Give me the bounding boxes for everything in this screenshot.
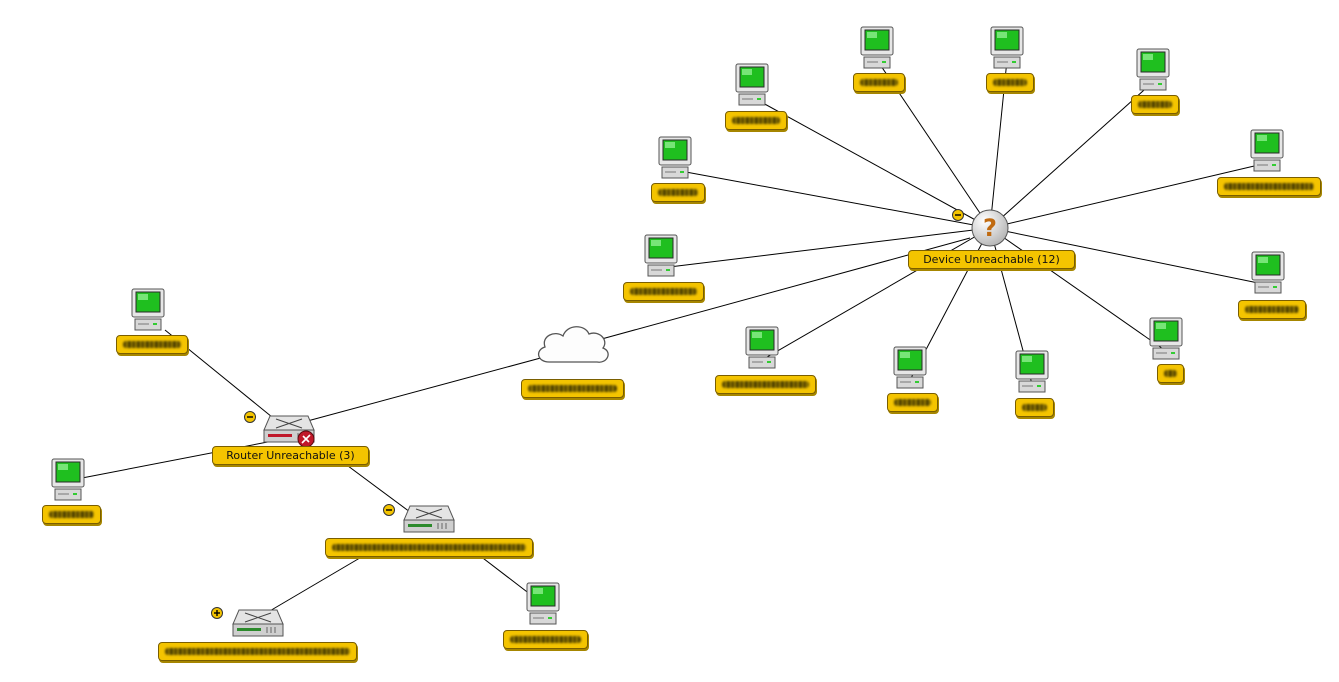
redacted-text xyxy=(732,117,780,124)
workstation-icon[interactable] xyxy=(1250,129,1284,177)
link-hub-pc-1 xyxy=(751,96,991,229)
redacted-text xyxy=(332,544,526,551)
device-unreachable-collapse-icon[interactable] xyxy=(951,207,965,226)
question-mark-icon[interactable]: ? xyxy=(970,208,1010,252)
link-hub-pc-6 xyxy=(674,169,991,229)
workstation-icon[interactable] xyxy=(1251,251,1285,299)
switch-a-collapse-icon[interactable] xyxy=(382,502,396,521)
workstation-label[interactable] xyxy=(503,630,588,649)
switch-b-icon[interactable] xyxy=(231,608,285,646)
switch-a-icon[interactable] xyxy=(402,504,456,542)
link-switch-a-pc15 xyxy=(474,551,536,599)
workstation-icon[interactable] xyxy=(860,26,894,74)
switch-b-label[interactable] xyxy=(158,642,357,661)
switch-a-label[interactable] xyxy=(325,538,533,557)
workstation-icon[interactable] xyxy=(893,346,927,394)
redacted-text xyxy=(1245,306,1299,313)
redacted-text xyxy=(1138,101,1172,108)
redacted-text xyxy=(1224,183,1314,190)
workstation-icon[interactable] xyxy=(51,458,85,506)
workstation-icon[interactable] xyxy=(990,26,1024,74)
router-alert-icon[interactable] xyxy=(262,414,316,452)
workstation-icon[interactable] xyxy=(1149,317,1183,365)
workstation-icon[interactable] xyxy=(131,288,165,336)
redacted-text xyxy=(658,189,698,196)
redacted-text xyxy=(1022,404,1047,411)
device-unreachable-label[interactable]: Device Unreachable (12) xyxy=(908,250,1075,269)
link-hub-pc-7 xyxy=(660,227,991,269)
workstation-label[interactable] xyxy=(887,393,938,412)
workstation-label[interactable] xyxy=(715,375,816,394)
router-collapse-icon[interactable] xyxy=(243,409,257,428)
workstation-icon[interactable] xyxy=(1136,48,1170,96)
redacted-text xyxy=(630,288,697,295)
router-unreachable-label[interactable]: Router Unreachable (3) xyxy=(212,446,369,465)
redacted-text xyxy=(894,399,931,406)
workstation-label[interactable] xyxy=(1131,95,1179,114)
workstation-icon[interactable] xyxy=(735,63,769,111)
link-hub-pc-8 xyxy=(989,227,1269,286)
redacted-text xyxy=(722,381,809,388)
workstation-label[interactable] xyxy=(1238,300,1306,319)
workstation-label[interactable] xyxy=(116,335,188,354)
redacted-text xyxy=(165,648,350,655)
cloud-icon[interactable] xyxy=(533,318,613,378)
workstation-icon[interactable] xyxy=(1015,350,1049,398)
workstation-icon[interactable] xyxy=(526,582,560,630)
workstation-icon[interactable] xyxy=(745,326,779,374)
device-unreachable-label-text: Device Unreachable (12) xyxy=(923,253,1060,266)
workstation-label[interactable] xyxy=(623,282,704,301)
redacted-text xyxy=(49,511,94,518)
link-cloud-router xyxy=(299,355,549,424)
workstation-label[interactable] xyxy=(725,111,787,130)
workstation-label[interactable] xyxy=(1015,398,1054,417)
link-hub-pc-4 xyxy=(989,81,1154,229)
workstation-label[interactable] xyxy=(853,73,905,92)
workstation-label[interactable] xyxy=(42,505,101,524)
redacted-text xyxy=(1164,370,1177,377)
link-hub-pc-12 xyxy=(989,227,1167,352)
cloud-label[interactable] xyxy=(521,379,624,398)
svg-text:?: ? xyxy=(983,214,997,242)
link-hub-pc-5 xyxy=(989,162,1268,229)
workstation-label[interactable] xyxy=(1217,177,1321,196)
redacted-text xyxy=(510,636,581,643)
workstation-label[interactable] xyxy=(1157,364,1184,383)
redacted-text xyxy=(993,79,1027,86)
router-unreachable-label-text: Router Unreachable (3) xyxy=(226,449,355,462)
switch-b-expand-icon[interactable] xyxy=(210,605,224,624)
redacted-text xyxy=(123,341,181,348)
redacted-text xyxy=(528,385,617,392)
workstation-icon[interactable] xyxy=(658,136,692,184)
redacted-text xyxy=(860,79,898,86)
workstation-icon[interactable] xyxy=(644,234,678,282)
link-router-switch-a xyxy=(339,459,411,513)
link-switch-a-switch-b xyxy=(267,551,371,613)
workstation-label[interactable] xyxy=(986,73,1034,92)
workstation-label[interactable] xyxy=(651,183,705,202)
